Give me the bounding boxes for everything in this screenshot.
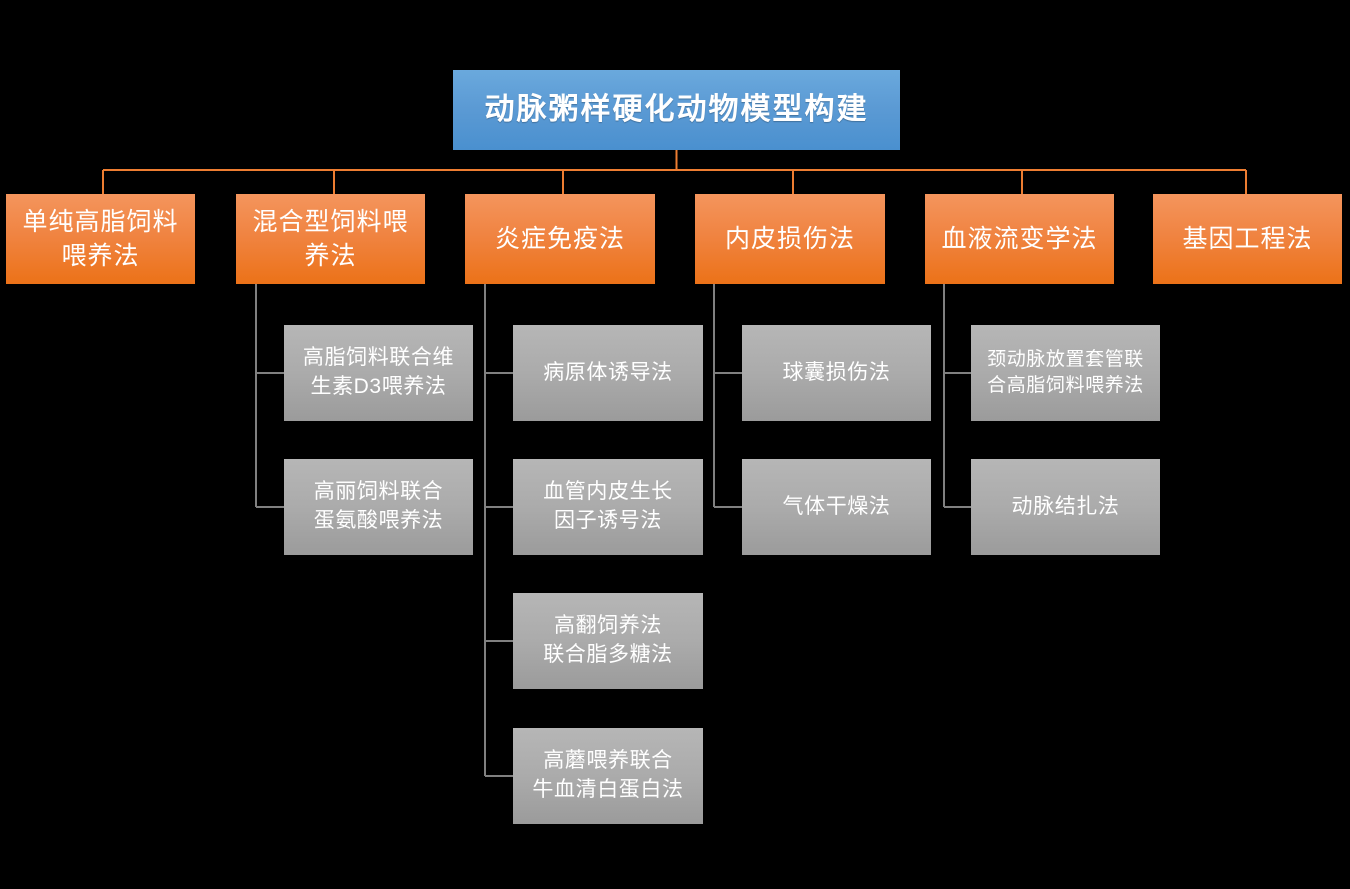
leaf-node-4-2[interactable]: 气体干燥法	[742, 459, 931, 555]
leaf-node-5-1[interactable]: 颈动脉放置套管联 合高脂饲料喂养法	[971, 325, 1160, 421]
leaf-node-4-1[interactable]: 球囊损伤法	[742, 325, 931, 421]
category-node-2[interactable]: 混合型饲料喂 养法	[236, 194, 425, 284]
leaf-node-3-2[interactable]: 血管内皮生长 因子诱号法	[513, 459, 703, 555]
category-node-3[interactable]: 炎症免疫法	[465, 194, 655, 284]
leaf-node-3-3[interactable]: 高翻饲养法 联合脂多糖法	[513, 593, 703, 689]
category-node-6[interactable]: 基因工程法	[1153, 194, 1342, 284]
category-node-1[interactable]: 单纯高脂饲料 喂养法	[6, 194, 195, 284]
leaf-node-3-1[interactable]: 病原体诱导法	[513, 325, 703, 421]
category-node-5[interactable]: 血液流变学法	[925, 194, 1114, 284]
leaf-node-2-2[interactable]: 高丽饲料联合 蛋氨酸喂养法	[284, 459, 473, 555]
leaf-node-2-1[interactable]: 高脂饲料联合维 生素D3喂养法	[284, 325, 473, 421]
leaf-node-3-4[interactable]: 高蘑喂养联合 牛血清白蛋白法	[513, 728, 703, 824]
leaf-node-5-2[interactable]: 动脉结扎法	[971, 459, 1160, 555]
category-node-4[interactable]: 内皮损伤法	[695, 194, 885, 284]
root-node[interactable]: 动脉粥样硬化动物模型构建	[453, 70, 900, 150]
